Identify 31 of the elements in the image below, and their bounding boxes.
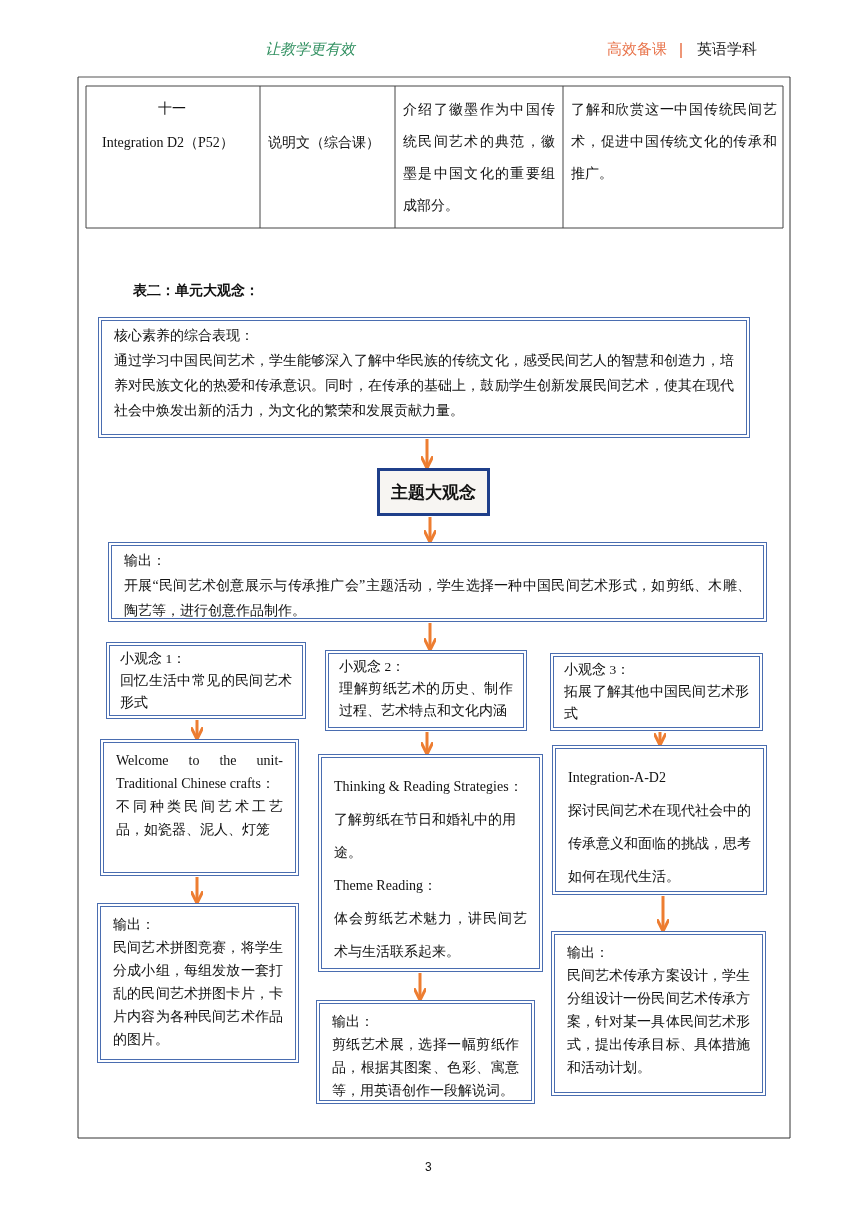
cell-text: 说明文（综合课） — [268, 134, 380, 152]
summary-box: 核心素养的综合表现： 通过学习中国民间艺术，学生能够深入了解中华民族的传统文化，感受民间艺人的智慧和创造力，培养对民族文化的热爱和传承意识。同时，在传承的基础上，鼓励学生创新发展民间艺术，使其在现代社会中焕发出新的活力，为文化的繁荣和发展贡献力量。 — [98, 317, 750, 438]
arrow — [652, 731, 668, 747]
arrow — [412, 973, 428, 1002]
cell-text: 十一 — [158, 100, 186, 118]
arrow — [419, 732, 435, 756]
output-box: 输出： 剪纸艺术展，选择一幅剪纸作品，根据其图案、色彩、寓意等，用英语创作一段解说词。 — [316, 1000, 535, 1104]
slogan: 让教学更有效 — [265, 40, 355, 59]
lesson-box: Integration-A-D2 探讨民间艺术在现代社会中的传承意义和面临的挑战，思考如何在现代生活。 — [552, 745, 767, 895]
lesson-box: Thinking & Reading Strategies：了解剪纸在节日和婚礼中的用途。 Theme Reading： 体会剪纸艺术魅力，讲民间艺术与生活联系起来。 — [318, 754, 543, 972]
arrow — [189, 720, 205, 741]
output-box: 输出： 民间艺术传承方案设计，学生分组设计一份民间艺术传承方案，针对某一具体民间艺术形式，提出传承目标、具体措施和活动计划。 — [551, 931, 766, 1096]
theme-box: 主题大观念 — [377, 468, 490, 516]
page-number: 3 — [425, 1160, 432, 1174]
lesson-box: Welcome to the unit-Traditional Chinese crafts： 不同种类民间艺术工艺品，如瓷器、泥人、灯笼 — [100, 739, 299, 876]
output-box: 输出： 开展“民间艺术创意展示与传承推广会”主题活动，学生选择一种中国民间艺术形式，如剪纸、木雕、陶艺等，进行创意作品制作。 — [108, 542, 767, 622]
arrow — [419, 439, 435, 470]
header-text: 高效备课 — [607, 40, 667, 59]
arrow — [422, 623, 438, 652]
cell-text: 了解和欣赏这一中国传统民间艺术，促进中国传统文化的传承和推广。 — [571, 101, 777, 183]
concept-box: 小观念 3： 拓展了解其他中国民间艺术形式 — [550, 653, 763, 731]
header-text: 英语学科 — [697, 40, 757, 59]
concept-box: 小观念 1： 回忆生活中常见的民间艺术形式 — [106, 642, 306, 719]
arrow — [189, 877, 205, 905]
cell-text: Integration D2（P52） — [102, 134, 234, 152]
arrow — [422, 517, 438, 544]
concept-box: 小观念 2： 理解剪纸艺术的历史、制作过程、艺术特点和文化内涵 — [325, 650, 527, 731]
section-title: 表二：单元大观念： — [133, 282, 259, 300]
cell-text: 介绍了徽墨作为中国传统民间艺术的典范，徽墨是中国文化的重要组成部分。 — [403, 101, 555, 215]
output-box: 输出： 民间艺术拼图竞赛，将学生分成小组，每组发放一套打乱的民间艺术拼图卡片，卡片内容为各种民间艺术作品的图片。 — [97, 903, 299, 1063]
arrow — [655, 896, 671, 933]
